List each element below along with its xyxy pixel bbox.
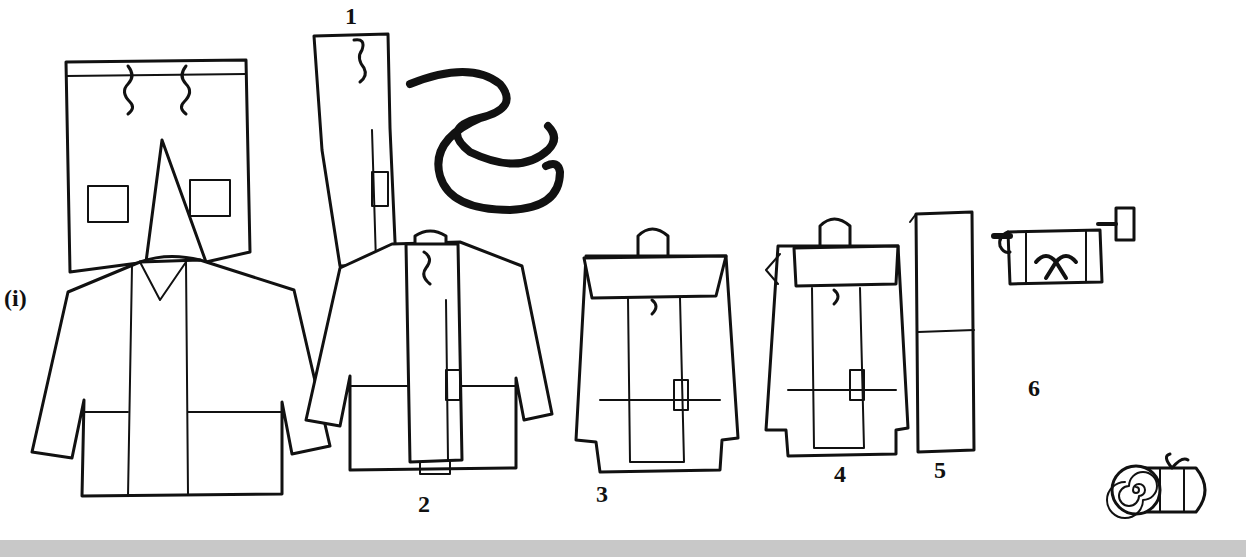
callout-number: (i) <box>4 286 27 310</box>
fold-step-4 <box>766 219 908 456</box>
folded-trousers <box>314 34 396 266</box>
rolled-bundle <box>1107 454 1205 518</box>
callout-number: 6 <box>1028 376 1040 400</box>
cord <box>410 72 560 210</box>
callout-number: 4 <box>834 462 846 486</box>
jacket-with-trousers <box>306 231 552 474</box>
open-jacket <box>32 256 330 496</box>
callout-number: 3 <box>596 482 608 506</box>
ground-bar <box>0 540 1246 557</box>
fold-step-3 <box>576 229 738 472</box>
hung-bundle <box>994 208 1134 284</box>
callout-number: 2 <box>418 492 430 516</box>
callout-number: 1 <box>345 4 357 28</box>
fold-step-5 <box>910 212 974 452</box>
trousers <box>66 60 250 272</box>
callout-number: 5 <box>934 458 946 482</box>
